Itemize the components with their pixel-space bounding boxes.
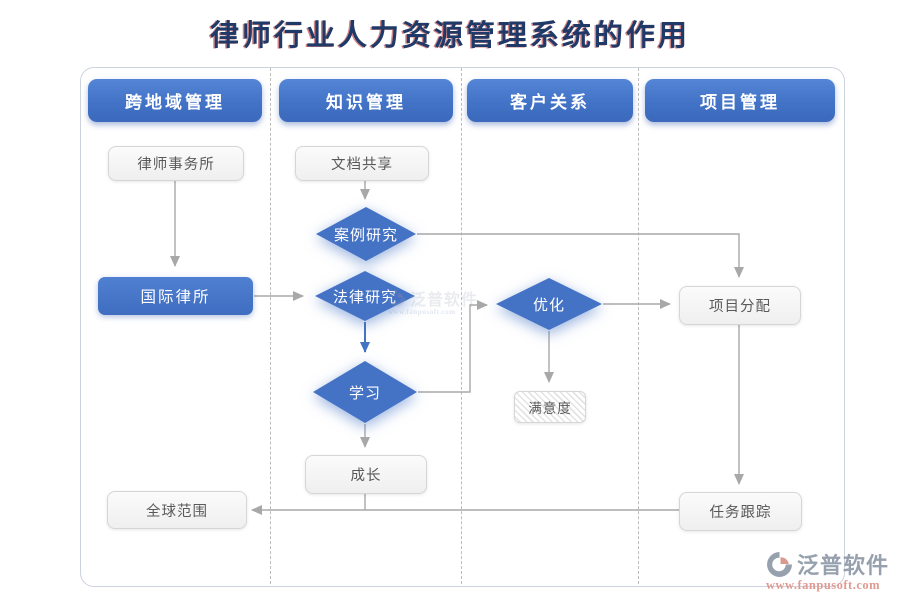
- watermark-brand: 泛普软件: [797, 553, 890, 578]
- column-separator: [638, 68, 639, 584]
- arrow-learning-to-optimization: [418, 300, 488, 393]
- node-learning-label: 学习: [348, 384, 381, 402]
- fanpu-logo-icon: [767, 551, 792, 577]
- watermark-url: www.fanpusoft.com: [388, 308, 456, 316]
- node-satisfaction: 满意度: [514, 391, 586, 423]
- column-separator: [461, 68, 462, 584]
- header-cross-region-management: 跨地域管理: [88, 79, 262, 122]
- node-case-study-label: 案例研究: [333, 226, 398, 244]
- node-global-scope: 全球范围: [107, 491, 247, 529]
- column-separator: [270, 68, 271, 584]
- watermark-url: www.fanpusoft.com: [766, 578, 881, 592]
- node-law-firm: 律师事务所: [108, 146, 244, 181]
- node-international-firm: 国际律所: [98, 277, 253, 315]
- node-task-tracking: 任务跟踪: [679, 492, 802, 531]
- header-project-management: 项目管理: [645, 79, 835, 122]
- header-client-relations: 客户关系: [467, 79, 633, 122]
- node-case-study: 案例研究: [316, 207, 416, 261]
- node-learning: 学习: [313, 361, 417, 423]
- node-project-allocation: 项目分配: [679, 286, 801, 325]
- node-optimization-label: 优化: [532, 296, 565, 314]
- arrow-casestudy-to-projectallocation: [417, 233, 744, 278]
- fanpu-logo-icon: [388, 289, 406, 307]
- node-legal-research: 法律研究: [315, 271, 415, 321]
- header-knowledge-management: 知识管理: [279, 79, 453, 122]
- watermark-bottom-right: 泛普软件 www.fanpusoft.com: [766, 548, 896, 593]
- watermark-brand: 泛普软件: [410, 292, 479, 309]
- node-legal-research-label: 法律研究: [332, 288, 397, 306]
- node-optimization: 优化: [496, 278, 602, 330]
- page-title: 律师行业人力资源管理系统的作用: [209, 20, 690, 52]
- watermark-center: 泛普软件 www.fanpusoft.com: [388, 286, 483, 316]
- node-doc-sharing: 文档共享: [295, 146, 429, 181]
- node-growth: 成长: [305, 455, 427, 494]
